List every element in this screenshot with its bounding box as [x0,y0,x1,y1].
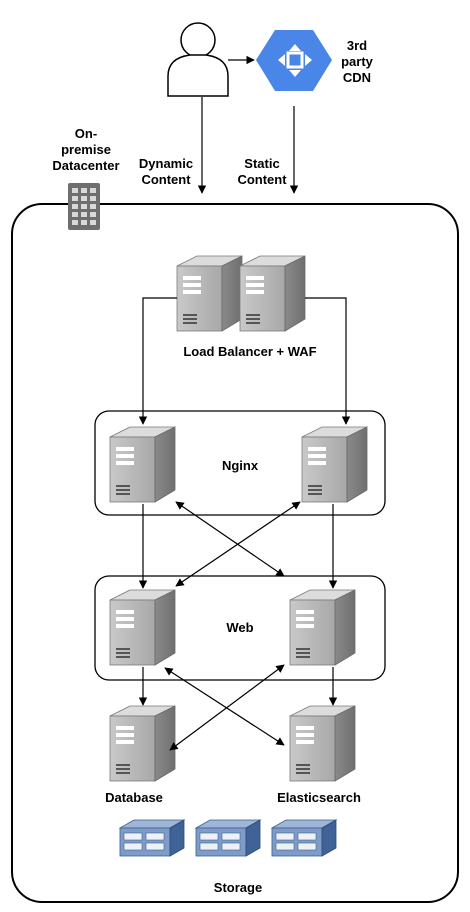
nginx-server-right-icon [301,426,368,503]
cross-arrow-1 [175,501,285,577]
connectors [138,55,351,751]
datacenter-boundary [11,203,459,903]
dynamic-content-label: Dynamic Content [138,156,194,187]
load-balancer-server-icon [176,255,243,332]
datacenter-building-icon [68,183,100,230]
cross-arrow-4 [169,664,285,751]
web-label: Web [226,620,254,635]
web-server-left-icon [109,589,176,666]
lb-to-nginx-left-arrow [138,297,177,425]
user-icon [167,22,229,97]
datacenter-label: On- premise Datacenter [52,126,120,173]
web-server-right-icon [289,589,356,666]
static-content-label: Static Content [237,156,287,187]
waf-server-icon [239,255,306,332]
cdn-label: 3rd party CDN [341,38,373,85]
storage-disk-icon [119,819,185,857]
elasticsearch-label: Elasticsearch [277,790,361,805]
storage-disk-icon [195,819,261,857]
nginx-server-left-icon [109,426,176,503]
lb-to-nginx-right-arrow [305,297,351,425]
storage-label: Storage [213,880,263,895]
storage-disk-icon [271,819,337,857]
elasticsearch-server-icon [289,705,356,782]
database-server-icon [109,705,176,782]
cdn-icon [256,30,332,91]
load-balancer-label: Load Balancer + WAF [183,344,317,359]
nginx-label: Nginx [221,458,259,473]
cross-arrow-2 [175,501,301,587]
database-label: Database [105,790,163,805]
